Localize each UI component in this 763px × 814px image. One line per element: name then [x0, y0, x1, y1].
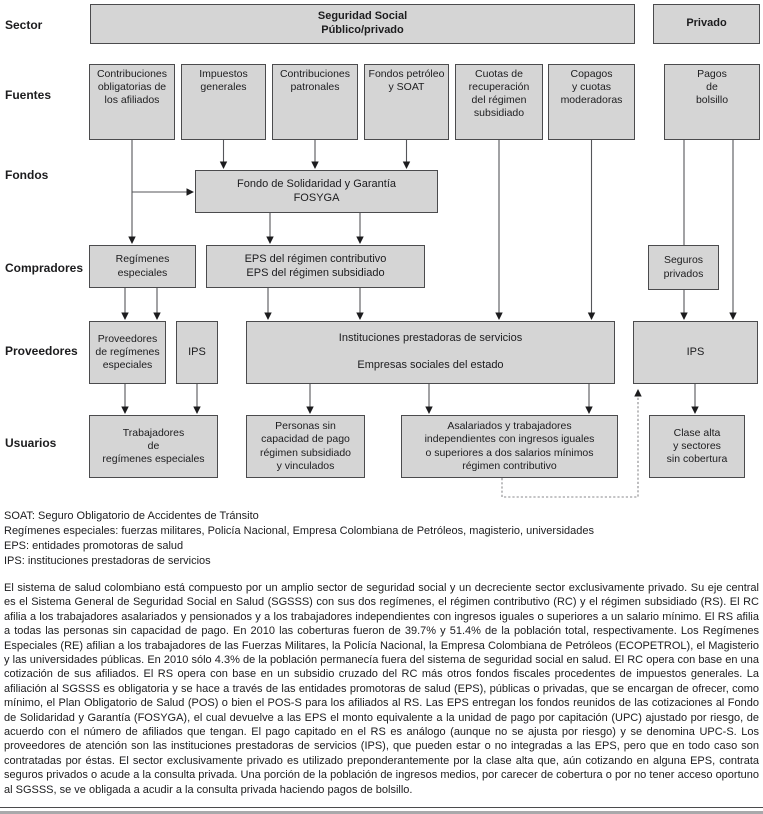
box-eps: EPS del régimen contributivo EPS del rég… — [206, 245, 425, 288]
box-instituciones-prestadoras: Instituciones prestadoras de servicios E… — [246, 321, 615, 384]
box-cuotas-recuperacion: Cuotas de recuperación del régimen subsi… — [455, 64, 543, 140]
bottom-rule-thin — [0, 807, 763, 808]
box-clase-alta: Clase alta y sectores sin cobertura — [649, 415, 745, 478]
description-paragraph: El sistema de salud colombiano está comp… — [4, 582, 759, 796]
box-regimenes-especiales: Regímenes especiales — [89, 245, 196, 288]
box-asalariados: Asalariados y trabajadores independiente… — [401, 415, 618, 478]
row-label-compradores: Compradores — [5, 261, 84, 275]
bottom-rule-thick — [0, 811, 763, 814]
box-fosyga: Fondo de Solidaridad y Garantía FOSYGA — [195, 170, 438, 213]
footnote-eps: EPS: entidades promotoras de salud — [4, 540, 184, 552]
box-trabajadores-regimenes: Trabajadores de regímenes especiales — [89, 415, 218, 478]
footnote-soat: SOAT: Seguro Obligatorio de Accidentes d… — [4, 510, 259, 522]
row-label-sector: Sector — [5, 18, 43, 32]
box-seguros-privados: Seguros privados — [648, 245, 719, 290]
footnote-regimenes-especiales: Regímenes especiales: fuerzas militares,… — [4, 525, 595, 537]
row-label-usuarios: Usuarios — [5, 436, 57, 450]
footnote-ips: IPS: instituciones prestadoras de servic… — [4, 555, 211, 567]
box-impuestos-generales: Impuestos generales — [181, 64, 266, 140]
box-personas-sin-capacidad: Personas sin capacidad de pago régimen s… — [246, 415, 365, 478]
box-contribuciones-obligatorias: Contribuciones obligatorias de los afili… — [89, 64, 175, 140]
box-ips-izquierda: IPS — [176, 321, 218, 384]
box-pagos-bolsillo: Pagos de bolsillo — [664, 64, 760, 140]
box-privado: Privado — [653, 4, 760, 44]
row-label-proveedores: Proveedores — [5, 344, 78, 358]
row-label-fuentes: Fuentes — [5, 88, 52, 102]
row-label-fondos: Fondos — [5, 168, 49, 182]
box-copagos-cuotas: Copagos y cuotas moderadoras — [548, 64, 635, 140]
box-ips-derecha: IPS — [633, 321, 758, 384]
box-contribuciones-patronales: Contribuciones patronales — [272, 64, 358, 140]
box-proveedores-regimenes: Proveedores de regímenes especiales — [89, 321, 166, 384]
box-fondos-petroleo-soat: Fondos petróleo y SOAT — [364, 64, 449, 140]
box-seguridad-social: Seguridad Social Público/privado — [90, 4, 635, 44]
